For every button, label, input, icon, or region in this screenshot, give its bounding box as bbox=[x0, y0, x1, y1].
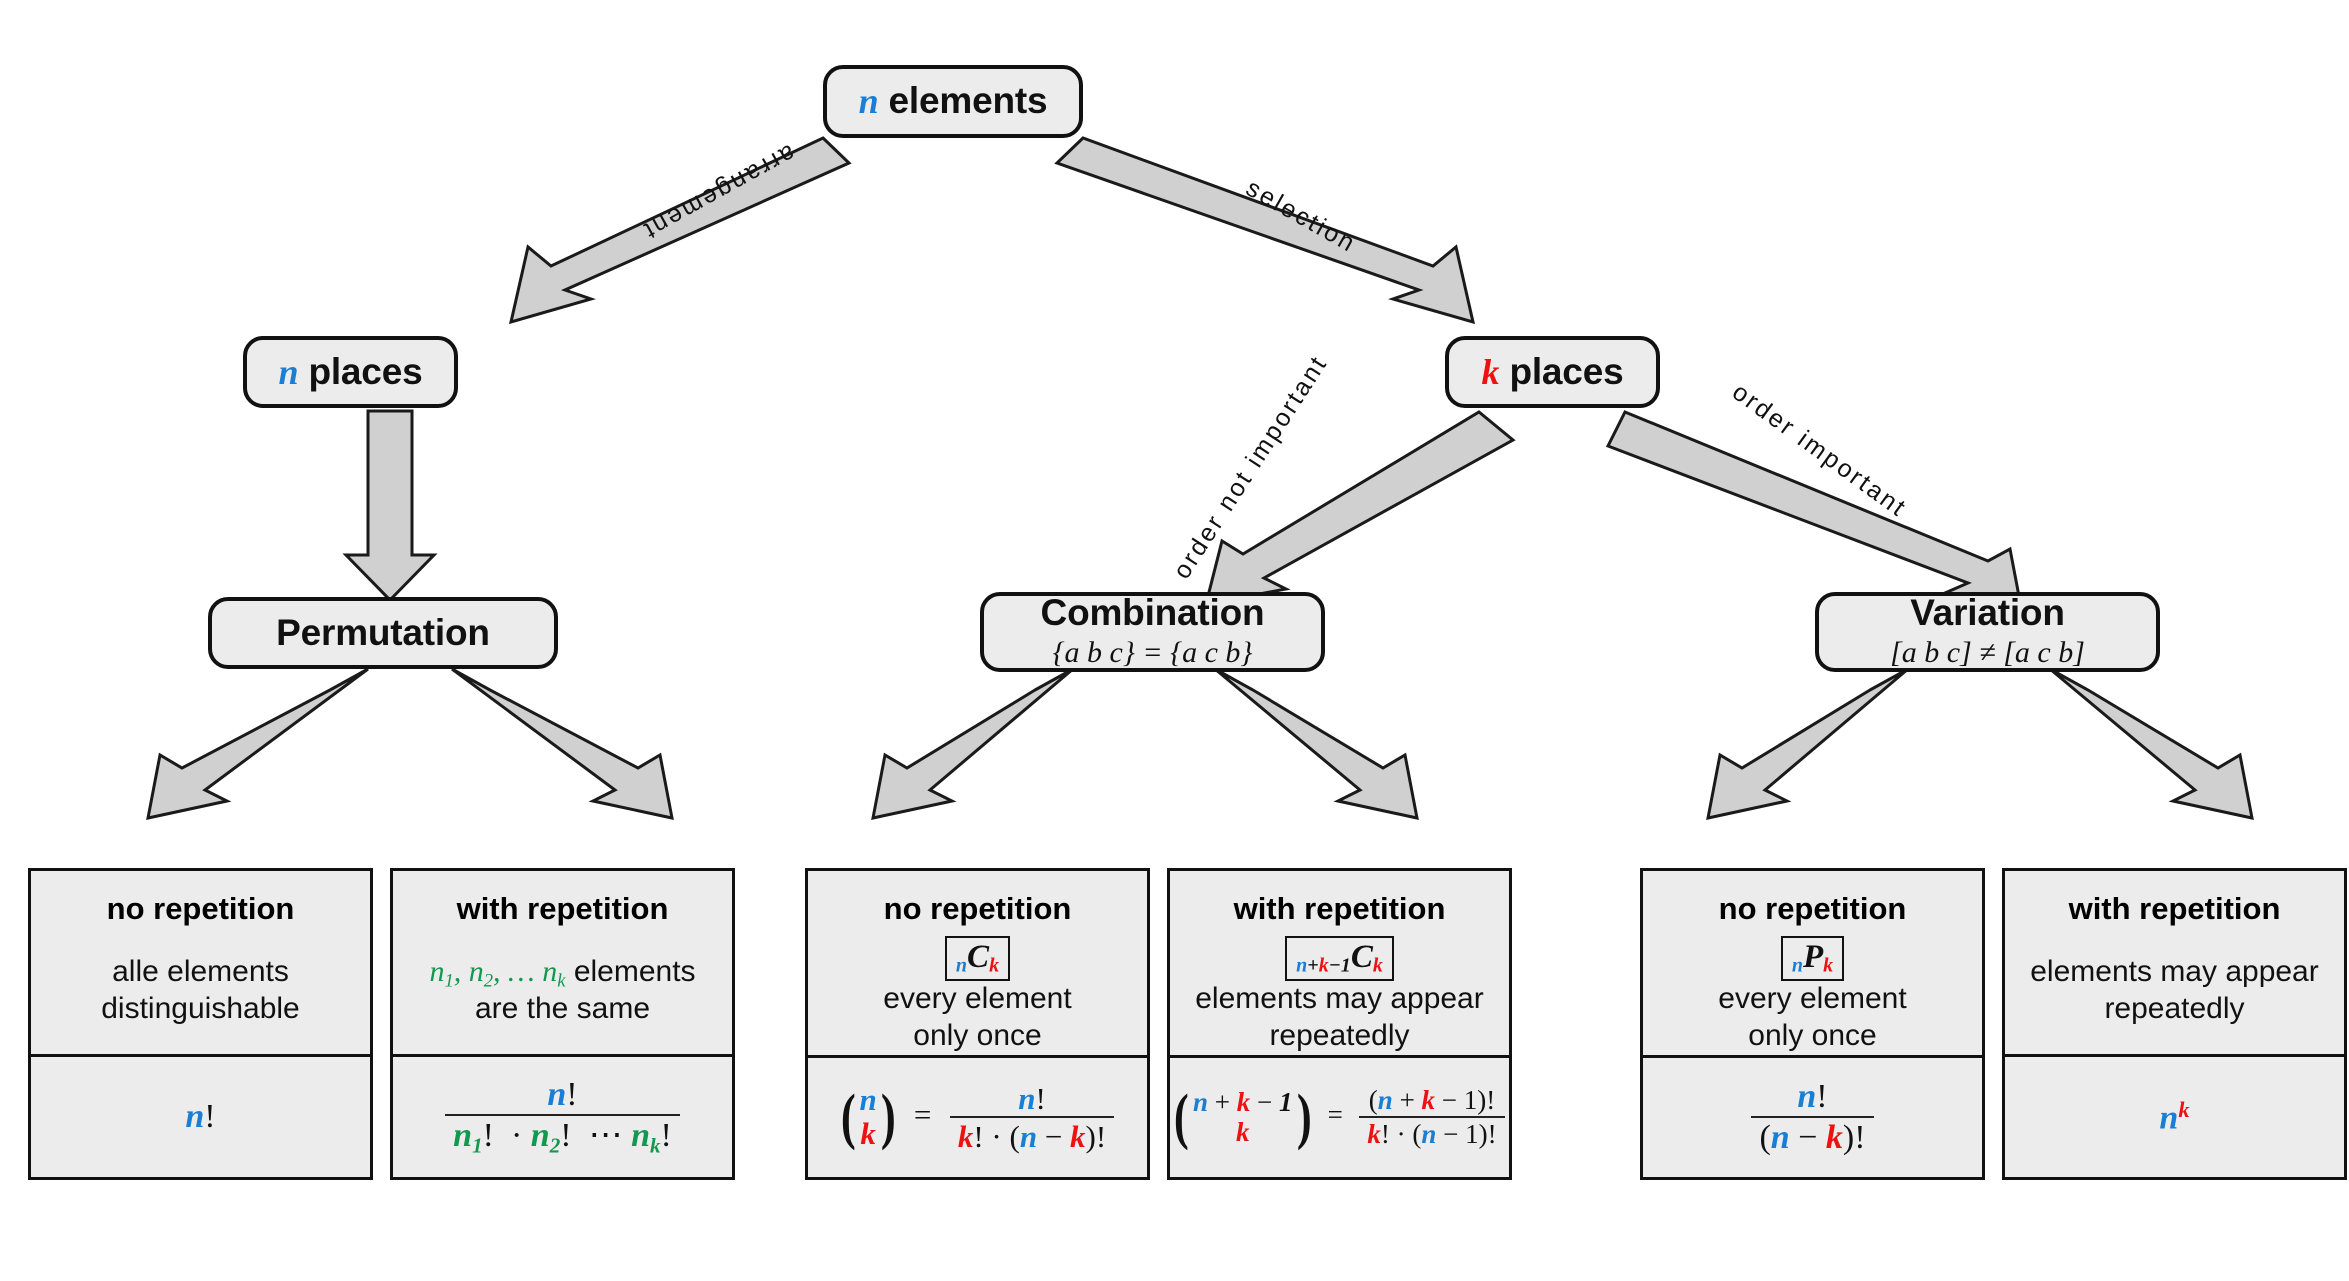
edge-label-selection: selection bbox=[1241, 173, 1362, 259]
leaf-description-line2: only once bbox=[1748, 1018, 1877, 1052]
leaf-heading: with repetition bbox=[1233, 891, 1446, 926]
formula-multiset-permutation: n! n1! · n2! ⋯ nk! bbox=[442, 1077, 683, 1156]
leaf-upper: no repetition alle elements distinguisha… bbox=[31, 871, 370, 1054]
symbol-n: n bbox=[278, 351, 299, 392]
node-n-elements-label: elements bbox=[888, 80, 1048, 122]
leaf-description-line1-text: elements bbox=[573, 954, 696, 988]
leaf-description: every element only once bbox=[1718, 981, 1906, 1054]
arrow-nplaces-permutation bbox=[342, 409, 438, 603]
node-permutation-title: Permutation bbox=[276, 611, 490, 653]
leaf-formula-cell: nk bbox=[2005, 1054, 2344, 1177]
formula-n-power-k: nk bbox=[2159, 1096, 2190, 1137]
formula-n-factorial: n! bbox=[185, 1098, 216, 1135]
leaf-upper: no repetition nCk every element only onc… bbox=[808, 871, 1147, 1055]
symbol-n-subscripts: n1, n2, … nk bbox=[429, 954, 566, 992]
leaf-description-line2: distinguishable bbox=[101, 991, 300, 1025]
leaf-variation-with-repetition[interactable]: with repetition elements may appear repe… bbox=[2002, 868, 2347, 1180]
leaf-upper: with repetition elements may appear repe… bbox=[2005, 871, 2344, 1054]
node-combination-note: {a b c} = {a c b} bbox=[1052, 636, 1253, 670]
leaf-description-line2: repeatedly bbox=[1269, 1018, 1410, 1052]
node-variation[interactable]: Variation [a b c] ≠ [a c b] bbox=[1815, 592, 2160, 672]
node-n-elements[interactable]: n elements bbox=[823, 65, 1083, 138]
arrow-combination-leaf3 bbox=[871, 667, 1074, 820]
leaf-permutation-with-repetition[interactable]: with repetition n1, n2, … nk elements ar… bbox=[390, 868, 735, 1180]
leaf-heading: no repetition bbox=[1718, 891, 1907, 926]
arrow-combination-leaf4 bbox=[1214, 667, 1419, 820]
leaf-formula-cell: n! n1! · n2! ⋯ nk! bbox=[393, 1054, 732, 1177]
notation-chip-nPk: nPk bbox=[1780, 936, 1845, 982]
leaf-description: alle elements distinguishable bbox=[101, 954, 299, 1027]
node-n-places-label: places bbox=[308, 350, 423, 392]
formula-binomial-npkm1k: ( n + k − 1 k ) = (n + k − 1)! k! · (n −… bbox=[1171, 1086, 1507, 1148]
node-k-places-label: places bbox=[1509, 350, 1624, 392]
leaf-description-wrap: elements may appear repeatedly bbox=[1170, 981, 1509, 1054]
node-k-places-title: k places bbox=[1481, 350, 1624, 392]
leaf-description: elements may appear repeatedly bbox=[2030, 954, 2319, 1027]
arrow-arrangement bbox=[508, 136, 852, 325]
leaf-description-line1: alle elements bbox=[112, 954, 289, 988]
arrow-variation-leaf6 bbox=[2049, 667, 2254, 820]
node-n-elements-title: n elements bbox=[859, 82, 1048, 120]
leaf-heading: no repetition bbox=[106, 891, 295, 926]
leaf-formula-cell: n! (n − k)! bbox=[1643, 1054, 1982, 1177]
symbol-n: n bbox=[858, 81, 879, 122]
leaf-description-line1: elements may appear bbox=[2030, 954, 2319, 988]
node-combination[interactable]: Combination {a b c} = {a c b} bbox=[980, 592, 1325, 672]
leaf-description-line1: n1, n2, … nk elements bbox=[429, 954, 695, 991]
leaf-heading: no repetition bbox=[883, 891, 1072, 926]
leaf-description-wrap: elements may appear repeatedly bbox=[2005, 927, 2344, 1054]
leaf-formula-cell: n! bbox=[31, 1054, 370, 1177]
leaf-description-line2: repeatedly bbox=[2104, 991, 2245, 1025]
node-variation-note: [a b c] ≠ [a c b] bbox=[1890, 636, 2085, 670]
leaf-combination-with-repetition[interactable]: with repetition n+k−1Ck elements may app… bbox=[1167, 868, 1512, 1180]
leaf-combination-no-repetition[interactable]: no repetition nCk every element only onc… bbox=[805, 868, 1150, 1180]
arrow-selection bbox=[1054, 136, 1476, 325]
notation-chip-npkm1Ck: n+k−1Ck bbox=[1285, 936, 1394, 982]
arrow-variation-leaf5 bbox=[1706, 667, 1909, 820]
leaf-description-line2: only once bbox=[913, 1018, 1042, 1052]
leaf-description-line1: elements may appear bbox=[1195, 982, 1484, 1016]
notation-chip-nCk: nCk bbox=[944, 936, 1011, 982]
edge-label-order-important: order important bbox=[1727, 377, 1913, 523]
leaf-formula-cell: ( n + k − 1 k ) = (n + k − 1)! k! · (n −… bbox=[1170, 1054, 1509, 1177]
edge-label-order-not-important: order not important bbox=[1167, 350, 1334, 584]
arrow-permutation-leaf1 bbox=[146, 667, 369, 820]
leaf-heading: with repetition bbox=[456, 891, 669, 926]
leaf-description: every element only once bbox=[883, 981, 1071, 1054]
leaf-description: n1, n2, … nk elements are the same bbox=[429, 954, 695, 1028]
arrow-permutation-leaf2 bbox=[451, 667, 674, 820]
node-combination-title: Combination bbox=[1040, 591, 1265, 633]
leaf-description-wrap: every element only once bbox=[1643, 981, 1982, 1054]
leaf-heading: with repetition bbox=[2068, 891, 2281, 926]
symbol-k: k bbox=[1481, 351, 1500, 392]
leaf-description-line1: every element bbox=[1718, 982, 1907, 1016]
node-k-places[interactable]: k places bbox=[1445, 336, 1660, 408]
leaf-description: elements may appear repeatedly bbox=[1195, 981, 1484, 1054]
leaf-description-wrap: n1, n2, … nk elements are the same bbox=[393, 927, 732, 1054]
leaf-upper: with repetition n+k−1Ck elements may app… bbox=[1170, 871, 1509, 1055]
node-permutation[interactable]: Permutation bbox=[208, 597, 558, 669]
leaf-description-line1: every element bbox=[883, 982, 1072, 1016]
leaf-upper: no repetition nPk every element only onc… bbox=[1643, 871, 1982, 1055]
node-n-places[interactable]: n places bbox=[243, 336, 458, 408]
leaf-description-line2: are the same bbox=[474, 991, 651, 1025]
node-n-places-title: n places bbox=[278, 350, 423, 392]
formula-variation-no-rep: n! (n − k)! bbox=[1748, 1079, 1876, 1155]
leaf-upper: with repetition n1, n2, … nk elements ar… bbox=[393, 871, 732, 1054]
leaf-description-wrap: every element only once bbox=[808, 981, 1147, 1054]
node-variation-title: Variation bbox=[1910, 591, 2065, 633]
edge-label-arrangement: arrangement bbox=[637, 138, 801, 246]
leaf-permutation-no-repetition[interactable]: no repetition alle elements distinguisha… bbox=[28, 868, 373, 1180]
leaf-variation-no-repetition[interactable]: no repetition nPk every element only onc… bbox=[1640, 868, 1985, 1180]
leaf-description-wrap: alle elements distinguishable bbox=[31, 927, 370, 1054]
